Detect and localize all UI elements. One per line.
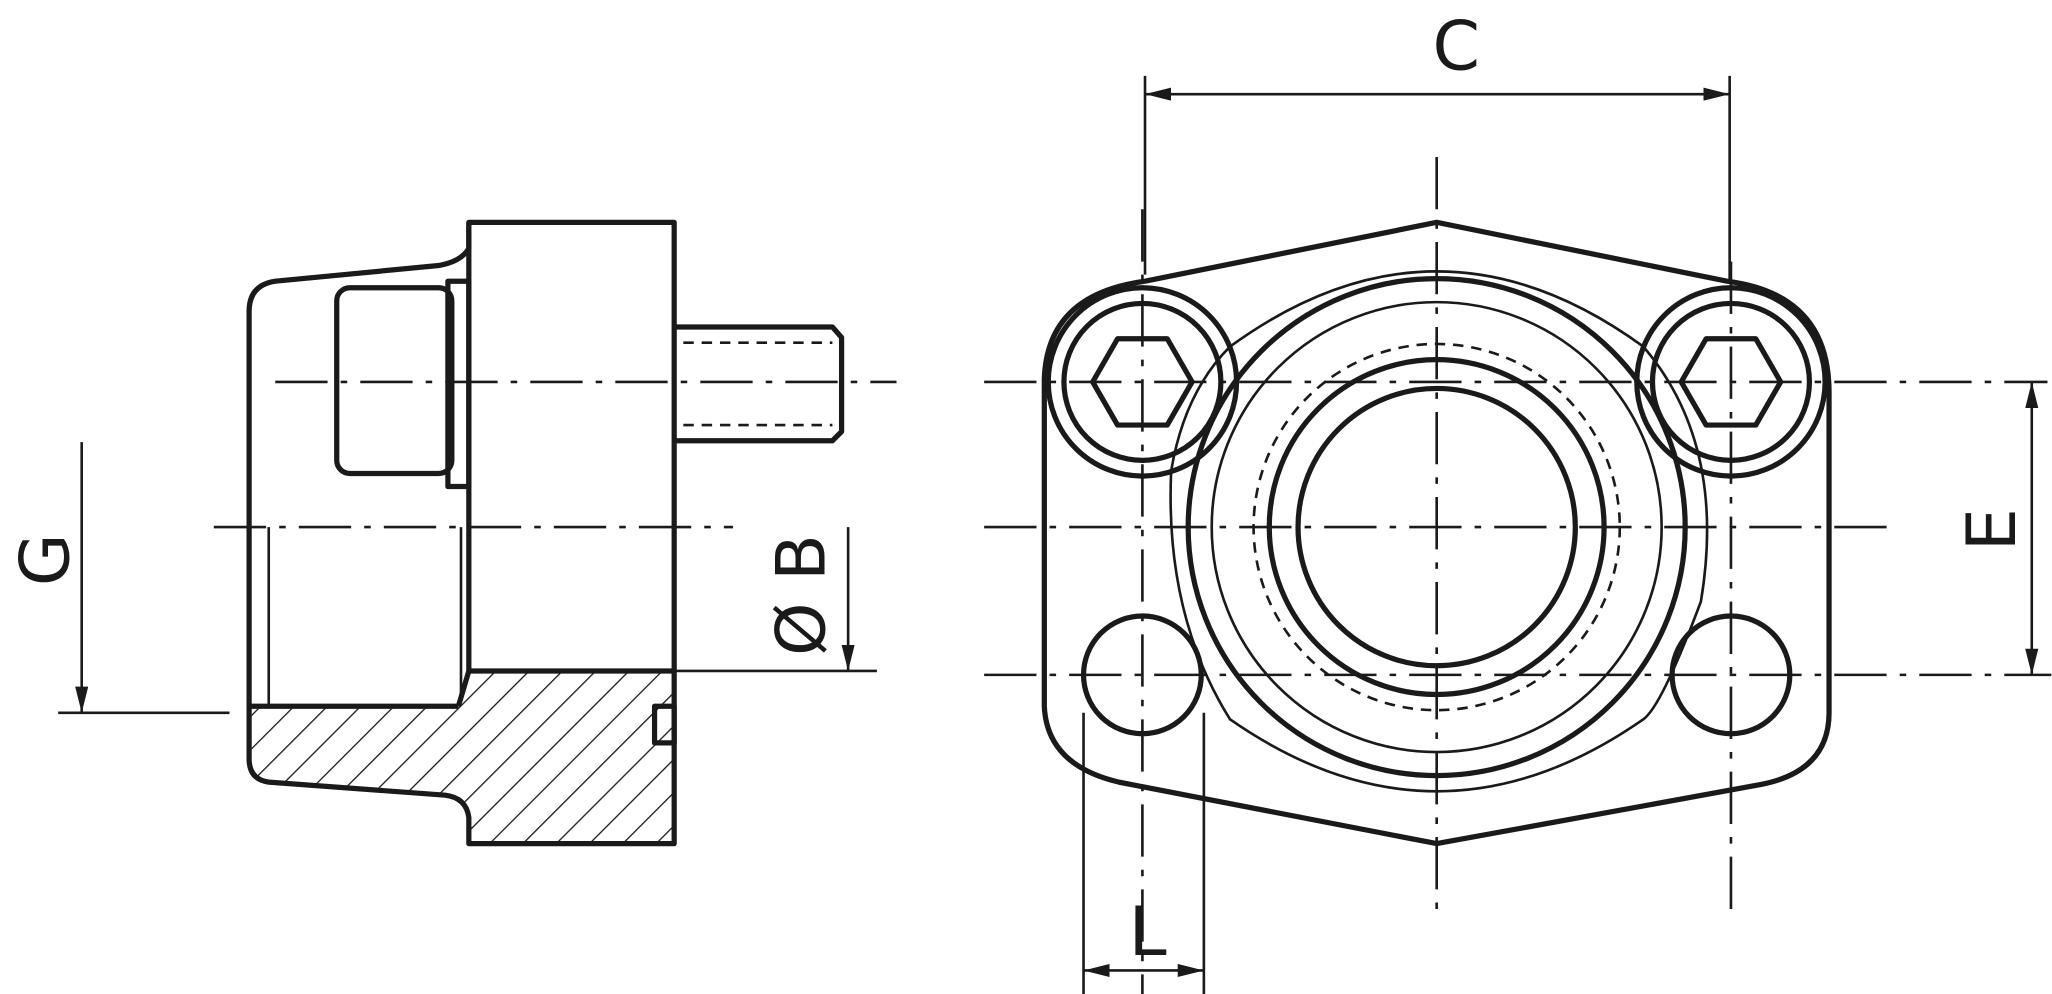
boss-outline	[1169, 270, 1709, 793]
dimension-g: G	[7, 442, 230, 715]
dimension-b: Ø B	[674, 527, 877, 673]
label-e: E	[1953, 508, 2032, 551]
label-g: G	[7, 533, 86, 586]
label-l: L	[1129, 893, 1167, 972]
dimension-l: L	[1082, 712, 1206, 994]
section-edge	[455, 670, 472, 708]
dimension-e: E	[1953, 381, 2039, 675]
side-view	[213, 219, 897, 847]
body-outline	[246, 219, 677, 847]
stud	[674, 324, 845, 444]
label-c: C	[1433, 7, 1480, 86]
hatched-section	[251, 670, 675, 844]
plug-collar	[445, 278, 472, 490]
front-view	[984, 156, 2052, 994]
label-b: Ø B	[763, 534, 842, 656]
keyway	[651, 703, 677, 746]
bore	[1295, 385, 1578, 669]
flange-outline	[1041, 219, 1832, 847]
dimension-c: C	[1143, 7, 1731, 282]
